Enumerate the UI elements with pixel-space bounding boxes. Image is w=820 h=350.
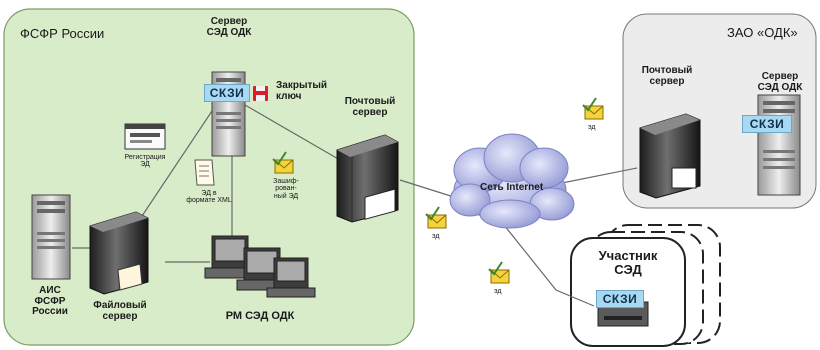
xml-doc-label: ЭД в формате XML: [186, 190, 232, 205]
workstations-label: РМ СЭД ОДК: [225, 310, 295, 322]
link-internet-participant: [499, 219, 595, 307]
envelope-icon: [425, 206, 447, 229]
registration-icon: [124, 123, 166, 150]
skzi-participant-badge: СКЗИ: [596, 290, 644, 308]
internet-label: Сеть Internet: [480, 182, 544, 193]
sed-server-odk-icon: [757, 94, 801, 196]
link-mail-internet: [399, 179, 458, 199]
floppy-key-icon: [253, 86, 268, 101]
workstations-icon: [204, 235, 316, 298]
ais-server-icon: [31, 194, 71, 280]
fsfr-region-title: ФСФР России: [20, 26, 105, 41]
sed-server-odk-label: Сервер СЭД ОДК: [757, 71, 803, 93]
ais-label: АИС ФСФР России: [32, 285, 68, 317]
envelope-icon: [488, 261, 510, 284]
odk-region-title: ЗАО «ОДК»: [727, 25, 798, 40]
ed-label-mid: эд: [432, 233, 440, 240]
mail-server-odk-label: Почтовый сервер: [641, 65, 693, 87]
link-internet-odk: [561, 167, 638, 184]
participant-title: Участник СЭД: [598, 248, 658, 277]
link-file-server-sed: [141, 110, 213, 217]
internet-cloud: [449, 133, 575, 229]
ed-label-top: эд: [588, 124, 596, 131]
link-sed-mail: [244, 104, 341, 161]
mail-server-odk-icon: [639, 113, 701, 199]
skzi-odk-badge: СКЗИ: [742, 115, 792, 133]
mail-server-fsfr-label: Почтовый сервер: [344, 96, 396, 118]
mail-server-fsfr-icon: [336, 134, 399, 223]
file-server-label: Файловый сервер: [93, 300, 147, 322]
encrypted-doc-label: Зашиф- рован- ный ЭД: [273, 178, 299, 200]
envelope-icon: [582, 97, 604, 120]
registration-label: Регистрация ЭД: [124, 154, 166, 169]
xml-document-icon: [194, 159, 215, 186]
file-server-icon: [89, 211, 149, 295]
skzi-fsfr-badge: СКЗИ: [204, 84, 250, 102]
envelope-icon: [272, 151, 294, 174]
sed-server-label: Сервер СЭД ОДК: [206, 16, 252, 38]
ed-label-low: эд: [494, 288, 502, 295]
closed-key-label: Закрытый ключ: [276, 80, 328, 102]
